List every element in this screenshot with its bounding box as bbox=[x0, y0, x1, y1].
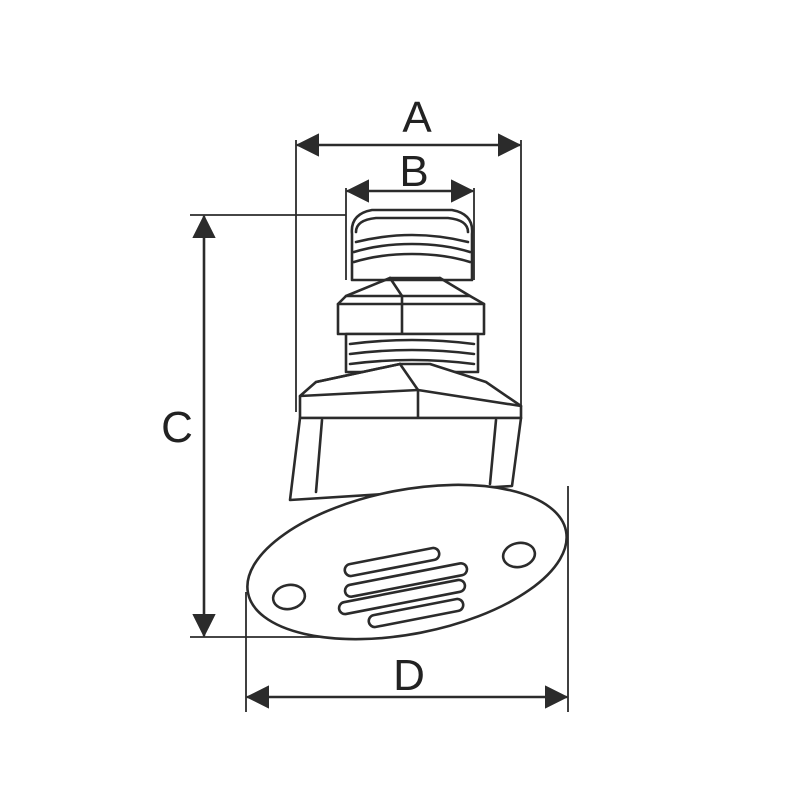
fitting-sleeve bbox=[288, 416, 523, 502]
dimension-c-label: C bbox=[161, 403, 193, 452]
grate-slot-4 bbox=[367, 597, 465, 629]
extension-lines bbox=[190, 140, 569, 712]
grate-slot-3 bbox=[337, 578, 467, 616]
mounting-hole-left bbox=[271, 583, 307, 611]
mounting-hole-right bbox=[501, 541, 537, 569]
threaded-shank bbox=[344, 332, 480, 374]
dimension-b-label: B bbox=[399, 147, 428, 196]
lower-hex-nut bbox=[298, 362, 523, 420]
upper-hex-nut bbox=[336, 276, 486, 336]
dimension-a-label: A bbox=[402, 93, 432, 142]
fitting-body bbox=[246, 208, 568, 641]
grate-slot-1 bbox=[343, 546, 441, 578]
oval-flange bbox=[246, 483, 568, 641]
dimension-d-label: D bbox=[393, 651, 425, 700]
grate-slot-2 bbox=[343, 562, 469, 598]
dimension-arrows bbox=[192, 133, 569, 709]
